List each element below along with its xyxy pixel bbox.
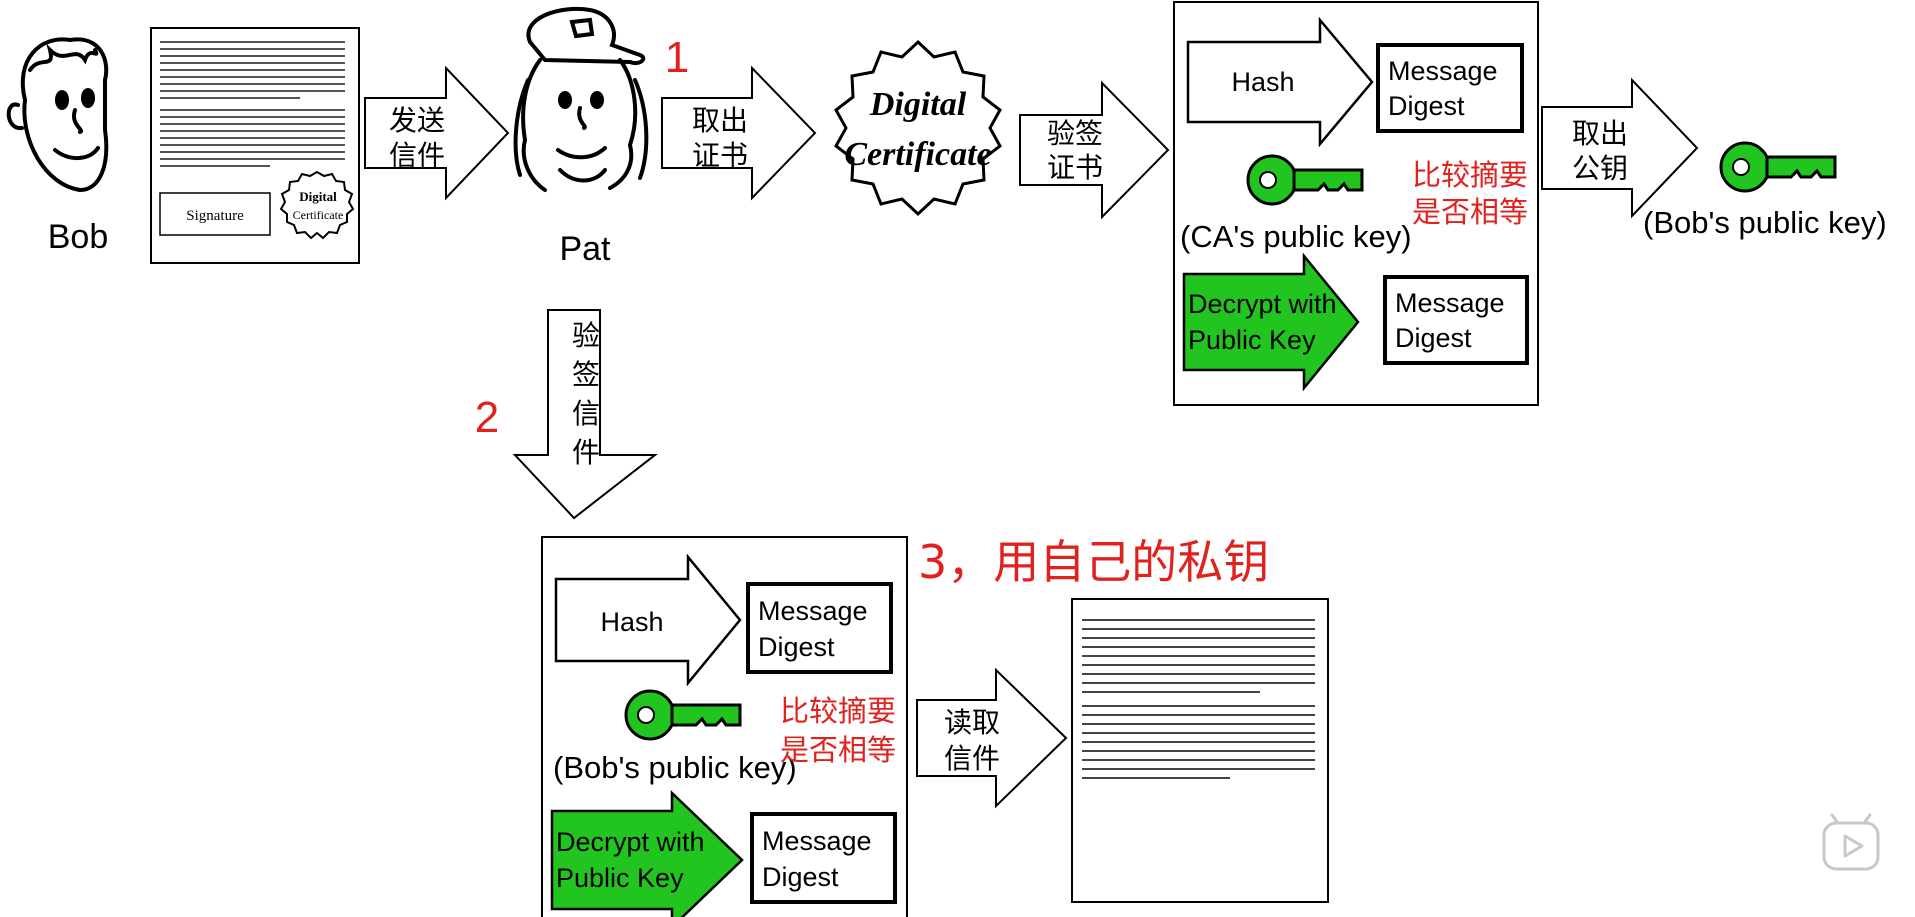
top-digest1-line1: Message — [1388, 56, 1498, 86]
bob-key-label-bottom: (Bob's public key) — [553, 750, 797, 785]
verify-cert-line2: 证书 — [1047, 151, 1103, 184]
top-decrypt-line2: Public Key — [1188, 325, 1316, 355]
verify-cert-arrow: 验签 证书 — [1019, 80, 1170, 220]
cert-verify-box: Hash Message Digest (CA's public key) 比较… — [1173, 1, 1539, 406]
bottom-compare-line1: 比较摘要 — [780, 694, 896, 728]
bottom-hash-label: Hash — [600, 607, 663, 637]
top-compare-line1: 比较摘要 — [1412, 158, 1528, 192]
step-2-label: 2 — [475, 393, 499, 442]
letter-verify-box: Hash Message Digest (Bob's public key) 比… — [541, 536, 908, 917]
bottom-digest2-line1: Message — [762, 826, 872, 856]
bottom-digest2-line2: Digest — [762, 862, 839, 892]
verify-letter-char4: 件 — [572, 436, 600, 469]
send-arrow-line2: 信件 — [389, 139, 445, 172]
play-icon[interactable] — [1822, 813, 1880, 871]
take-cert-arrow: 取出 证书 — [661, 65, 817, 201]
signature-box — [159, 192, 271, 236]
bob-face-icon — [6, 37, 109, 193]
take-key-line1: 取出 — [1572, 117, 1628, 150]
top-digest2-line2: Digest — [1395, 323, 1472, 353]
signature-label: Signature — [186, 208, 244, 224]
take-key-line2: 公钥 — [1572, 152, 1628, 185]
step-1-label: 1 — [665, 33, 689, 82]
bottom-decrypt-line2: Public Key — [556, 863, 684, 893]
plain-letter-text-lines — [1082, 619, 1315, 779]
verify-letter-char1: 验 — [572, 319, 600, 352]
bob-name: Bob — [48, 218, 109, 256]
bob-public-key-icon — [1719, 141, 1837, 193]
verify-letter-char2: 签 — [572, 358, 600, 391]
read-letter-line1: 读取 — [944, 706, 1000, 739]
send-letter-arrow: 发送 信件 — [364, 65, 510, 201]
step-3-label: 3，用自己的私钥 — [918, 535, 1269, 589]
top-compare-line2: 是否相等 — [1412, 195, 1528, 229]
top-digest1-line2: Digest — [1388, 91, 1465, 121]
ca-key-label: (CA's public key) — [1180, 219, 1412, 254]
verify-cert-line1: 验签 — [1047, 117, 1103, 150]
take-cert-line2: 证书 — [692, 139, 748, 172]
read-letter-arrow: 读取 信件 — [916, 667, 1068, 809]
top-decrypt-line1: Decrypt with — [1188, 289, 1337, 319]
verify-letter-arrow: 验 签 信 件 — [512, 309, 658, 520]
pat-face-icon — [513, 7, 649, 192]
certificate-line1: Digital — [869, 86, 967, 123]
verify-letter-char3: 信 — [572, 397, 600, 430]
bob-key-label-top: (Bob's public key) — [1643, 205, 1887, 240]
signed-letter: Signature Digital Certificate — [150, 27, 360, 264]
bottom-digest1-line1: Message — [758, 596, 868, 626]
letter-seal-line2: Certificate — [293, 208, 344, 222]
plain-letter — [1071, 598, 1329, 903]
certificate-line2: Certificate — [844, 136, 991, 173]
send-arrow-line1: 发送 — [389, 104, 445, 137]
digital-certificate-seal: Digital Certificate — [834, 39, 1002, 217]
bottom-compare-line2: 是否相等 — [780, 733, 896, 767]
bottom-digest1-line2: Digest — [758, 632, 835, 662]
take-cert-line1: 取出 — [692, 104, 748, 137]
letter-seal-line1: Digital — [299, 189, 337, 204]
letter-text-lines — [160, 41, 345, 167]
top-hash-label: Hash — [1231, 67, 1294, 97]
read-letter-line2: 信件 — [944, 742, 1000, 775]
letter-seal-icon — [279, 170, 355, 240]
pat-name: Pat — [559, 230, 611, 268]
take-key-arrow: 取出 公钥 — [1541, 77, 1699, 219]
top-digest2-line1: Message — [1395, 288, 1505, 318]
bottom-decrypt-line1: Decrypt with — [556, 827, 705, 857]
